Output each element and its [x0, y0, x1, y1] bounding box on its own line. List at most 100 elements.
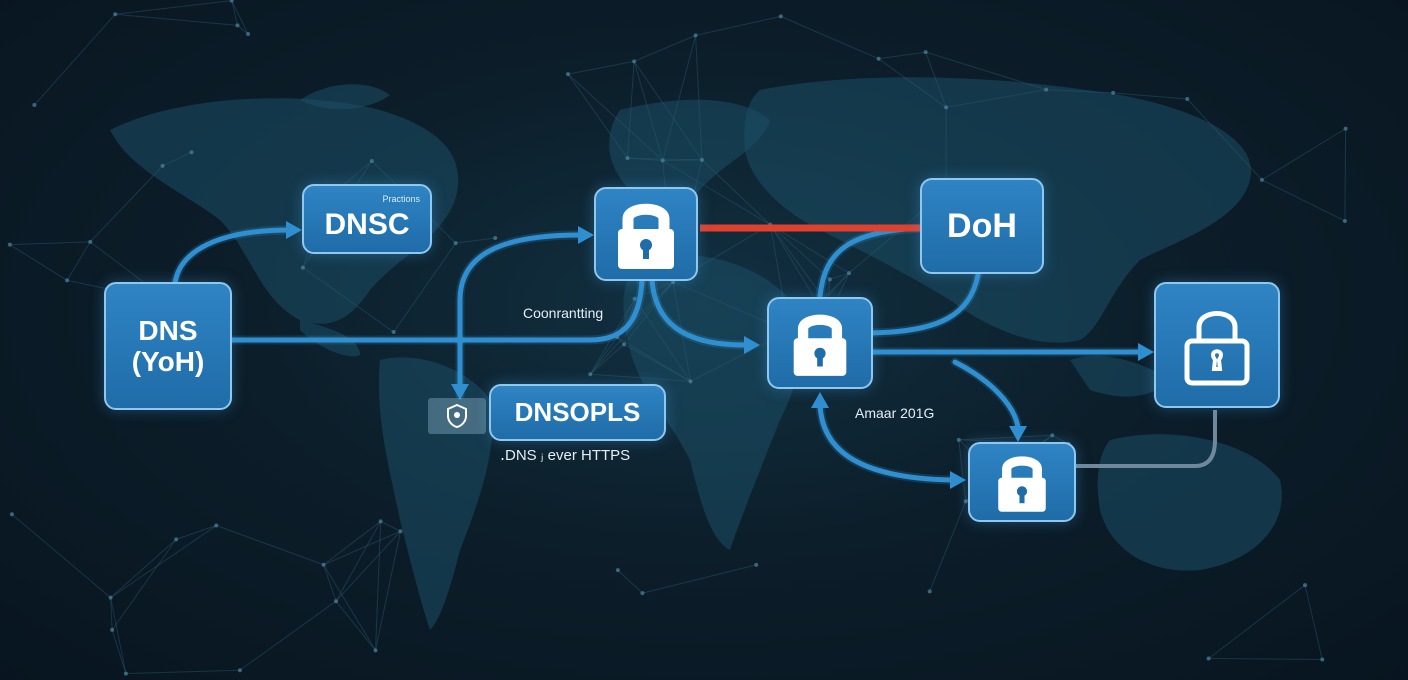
- mesh-line: [567, 73, 628, 159]
- mesh-node: [1111, 90, 1116, 95]
- dns-yoh-node[interactable]: DNS (YoH): [104, 282, 232, 410]
- dnsopls-node[interactable]: DNSOPLS: [489, 384, 666, 441]
- mesh-line: [455, 237, 496, 244]
- mesh-line: [302, 267, 394, 333]
- mesh-node: [660, 158, 665, 163]
- mesh-line: [66, 241, 91, 281]
- mesh-node: [300, 265, 305, 270]
- mesh-node: [174, 537, 179, 542]
- mesh-line: [616, 336, 691, 382]
- mesh-line: [958, 439, 967, 502]
- mesh-node: [110, 627, 115, 632]
- mesh-line: [878, 58, 947, 108]
- mesh-line: [929, 501, 967, 592]
- mesh-line: [642, 564, 757, 594]
- mesh-line: [627, 157, 663, 162]
- coordinating-label: Coonrantting: [523, 305, 604, 321]
- mesh-node: [927, 589, 932, 594]
- mesh-node: [632, 296, 637, 301]
- mesh-line: [89, 165, 163, 243]
- mesh-line: [237, 25, 249, 35]
- mesh-line: [335, 521, 382, 602]
- mesh-node: [632, 59, 637, 64]
- mesh-line: [662, 159, 702, 162]
- mesh-node: [108, 595, 113, 600]
- mesh-line: [1186, 98, 1263, 181]
- mesh-line: [567, 73, 664, 161]
- mesh-node: [1320, 657, 1325, 662]
- mesh-line: [567, 60, 635, 75]
- mesh-line: [589, 281, 674, 375]
- mesh-line: [1046, 89, 1114, 94]
- mesh-line: [878, 51, 926, 60]
- lock-node-right[interactable]: [1154, 282, 1280, 408]
- mesh-node: [7, 242, 12, 247]
- mesh-line: [780, 15, 879, 60]
- mesh-node: [493, 236, 498, 241]
- mesh-node: [615, 568, 620, 573]
- mesh-node: [622, 342, 627, 347]
- mesh-line: [11, 513, 111, 599]
- mesh-node: [693, 33, 698, 38]
- dnsc-node[interactable]: Practions DNSC: [302, 184, 432, 254]
- mesh-node: [565, 72, 570, 77]
- mesh-node: [334, 599, 339, 604]
- mesh-line: [380, 520, 401, 532]
- dns-over-https-label: ․DNS ⱼ ever HTTPS: [500, 447, 631, 464]
- mesh-node: [754, 562, 759, 567]
- mesh-line: [627, 157, 702, 161]
- mesh-line: [231, 0, 249, 35]
- mesh-line: [323, 564, 376, 651]
- mesh-line: [633, 34, 696, 62]
- mesh-line: [633, 61, 664, 161]
- mesh-line: [33, 13, 116, 106]
- mesh-node: [113, 12, 118, 17]
- mesh-node: [963, 499, 968, 504]
- mesh-line: [335, 530, 401, 602]
- padlock-outline-icon: [1184, 311, 1250, 386]
- mesh-line: [617, 569, 643, 594]
- mesh-line: [1208, 657, 1323, 661]
- mesh-line: [162, 151, 192, 167]
- mesh-node: [1259, 177, 1264, 182]
- mesh-node: [1303, 583, 1308, 588]
- mesh-node: [214, 523, 219, 528]
- lock-node-center[interactable]: [767, 297, 873, 389]
- padlock-icon: [618, 203, 674, 269]
- mesh-line: [946, 89, 1047, 108]
- mesh-node: [369, 158, 374, 163]
- mesh-node: [453, 241, 458, 246]
- lock-node-top[interactable]: [594, 187, 698, 281]
- mesh-line: [1344, 128, 1347, 221]
- dnsc-caption: Practions: [382, 194, 420, 204]
- mesh-line: [323, 520, 381, 566]
- mesh-node: [944, 105, 949, 110]
- mesh-node: [237, 668, 242, 673]
- mesh-line: [231, 0, 238, 26]
- mesh-node: [1342, 218, 1347, 223]
- lock-node-bottom[interactable]: [968, 442, 1076, 522]
- mesh-node: [235, 23, 240, 28]
- mesh-line: [110, 525, 217, 599]
- mesh-node: [846, 271, 851, 276]
- mesh-line: [958, 434, 1053, 441]
- mesh-node: [625, 156, 630, 161]
- mesh-line: [623, 343, 691, 382]
- mesh-node: [246, 32, 251, 37]
- mesh-line: [216, 525, 324, 566]
- mesh-node: [189, 150, 194, 155]
- mesh-line: [375, 531, 401, 651]
- mesh-node: [640, 591, 645, 596]
- mesh-line: [9, 241, 91, 246]
- dnsc-label: DNSC: [324, 208, 410, 242]
- dnsopls-label: DNSOPLS: [514, 396, 641, 427]
- mesh-node: [778, 14, 783, 19]
- padlock-icon: [793, 314, 847, 376]
- doh-node[interactable]: DoH: [920, 178, 1044, 274]
- mesh-line: [110, 597, 113, 630]
- mesh-line: [829, 272, 850, 280]
- mesh-line: [111, 539, 177, 631]
- server-tile: [428, 398, 486, 434]
- mesh-node: [1343, 126, 1348, 131]
- mesh-node: [321, 562, 326, 567]
